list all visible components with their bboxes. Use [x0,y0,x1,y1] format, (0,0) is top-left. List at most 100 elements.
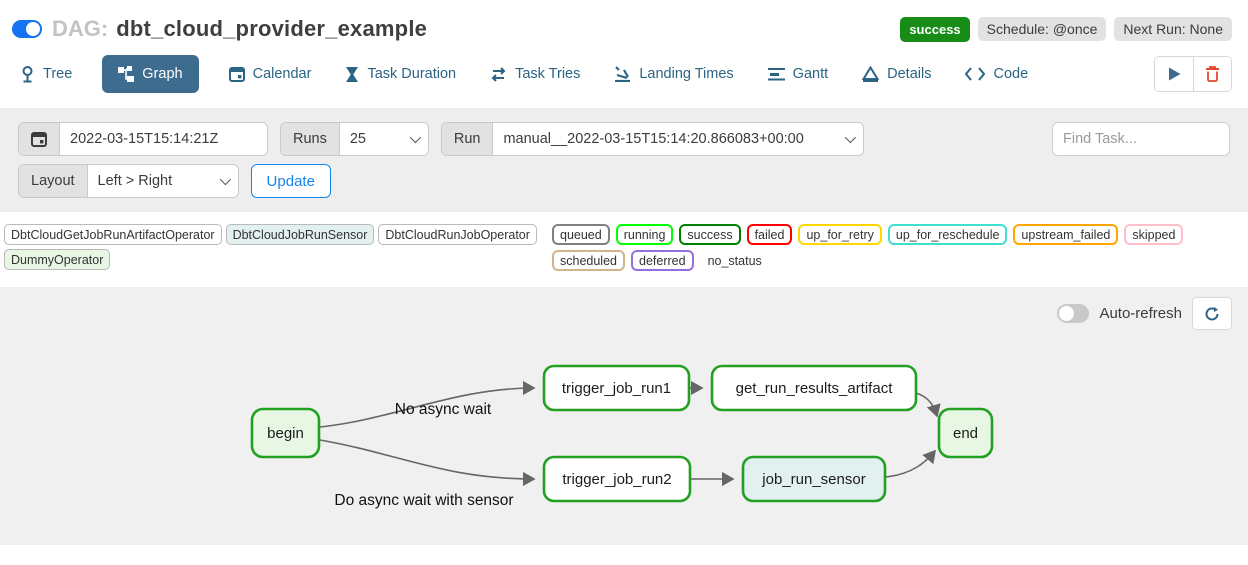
operator-badge: DbtCloudRunJobOperator [378,224,537,245]
edge-label: No async wait [395,401,492,418]
calendar-icon [228,67,245,82]
tab-label: Task Tries [515,66,581,82]
play-icon [1168,67,1180,81]
run-select[interactable]: manual__2022-03-15T15:14:20.866083+00:00 [493,123,864,155]
run-label: Run [441,123,494,155]
delete-dag-button[interactable] [1193,57,1231,91]
tab-landing-times[interactable]: Landing Times [614,66,734,82]
num-runs-value: 25 [349,131,366,147]
num-runs-group: Runs 25 [280,122,429,156]
tab-label: Code [993,66,1029,82]
task-label: trigger_job_run1 [562,380,671,397]
chevron-down-icon [219,173,231,186]
filter-bar: Runs 25 Run manual__2022-03-15T15:14:20.… [0,108,1248,212]
run-value: manual__2022-03-15T15:14:20.866083+00:00 [503,131,804,147]
task-node-trigger_job_run2[interactable]: trigger_job_run2 [542,455,692,503]
operator-badge: DbtCloudGetJobRunArtifactOperator [4,224,222,245]
state-legend: queued running success failed up_for_ret… [552,224,1244,271]
refresh-button[interactable] [1192,297,1232,330]
find-task-input[interactable] [1052,122,1230,156]
dag-edges [319,380,941,487]
num-runs-select[interactable]: 25 [339,123,428,155]
tab-label: Calendar [252,66,312,82]
trash-icon [1206,66,1219,82]
task-node-trigger_job_run1[interactable]: trigger_job_run1 [542,364,691,412]
next-run-badge: Next Run: None [1114,16,1232,41]
state-badge-scheduled: scheduled [552,250,625,271]
refresh-icon [1205,306,1219,320]
state-badge-up-for-reschedule: up_for_reschedule [887,224,1008,245]
base-date-input[interactable] [60,123,267,155]
trigger-dag-button[interactable] [1155,57,1193,91]
state-badge-deferred: deferred [631,250,694,271]
schedule-badge: Schedule: @once [977,16,1107,41]
tab-calendar[interactable]: Calendar [228,66,312,82]
operator-legend: DbtCloudGetJobRunArtifactOperator DbtClo… [4,224,552,271]
tab-task-duration[interactable]: Task Duration [345,66,456,83]
status-badge[interactable]: success [900,16,970,42]
tab-gantt[interactable]: Gantt [767,66,828,82]
task-node-get_run_results_artifact[interactable]: get_run_results_artifact [710,364,918,412]
hourglass-icon [346,66,359,82]
task-node-begin[interactable]: begin [250,407,321,459]
dag-graph-panel: Auto-refresh No async wait Do async wait… [0,287,1248,545]
dag-title: dbt_cloud_provider_example [116,16,428,41]
edge-get_run_results_artifact-end [915,392,941,418]
state-badge-running: running [615,224,674,245]
tab-code[interactable]: Code [965,66,1028,82]
run-group: Run manual__2022-03-15T15:14:20.866083+0… [440,122,865,156]
tab-label: Task Duration [367,66,457,82]
gantt-icon [767,68,785,81]
repeat-icon [491,66,506,82]
edge-begin-trigger_job_run1 [319,380,536,428]
details-icon [862,66,880,82]
tab-label: Tree [43,66,73,82]
auto-refresh-toggle[interactable] [1057,304,1090,323]
task-label: get_run_results_artifact [736,380,894,397]
state-badge-no-status: no_status [699,250,770,271]
state-badge-success: success [679,224,741,245]
toggle-knob [26,22,40,36]
state-badge-skipped: skipped [1124,224,1184,245]
base-date-group [18,122,268,156]
layout-group: Layout Left > Right [18,164,239,198]
tab-graph[interactable]: Graph [102,55,199,93]
tab-label: Details [887,66,932,82]
graph-icon [118,66,135,82]
tab-details[interactable]: Details [862,66,931,82]
task-label: job_run_sensor [761,471,865,488]
calendar-icon [31,132,47,147]
code-icon [965,67,986,81]
state-badge-up-for-retry: up_for_retry [798,224,882,245]
state-badge-failed: failed [746,224,793,245]
view-tabs: Tree Graph Calendar Task Duration Task T… [0,46,1248,98]
task-node-job_run_sensor[interactable]: job_run_sensor [741,455,887,503]
chevron-down-icon [845,131,857,144]
legend: DbtCloudGetJobRunArtifactOperator DbtClo… [0,212,1248,277]
dag-action-buttons [1154,56,1232,92]
edge-begin-trigger_job_run2 [319,439,536,487]
layout-value: Left > Right [97,173,173,189]
plane-landing-icon [615,66,631,82]
operator-badge: DbtCloudJobRunSensor [225,224,375,245]
base-date-calendar-button[interactable] [19,123,60,155]
task-label: end [953,425,978,442]
dag-pause-toggle[interactable] [12,20,42,38]
edge-label: Do async wait with sensor [334,492,513,509]
dag-prefix-label: DAG: [52,16,109,41]
tab-tree[interactable]: Tree [20,65,73,83]
runs-label: Runs [281,123,340,155]
tab-task-tries[interactable]: Task Tries [490,66,580,82]
task-label: begin [267,425,304,442]
dag-header: DAG: dbt_cloud_provider_example success … [0,0,1248,46]
state-badge-queued: queued [552,224,610,245]
task-label: trigger_job_run2 [562,471,671,488]
layout-select[interactable]: Left > Right [87,165,238,197]
operator-badge: DummyOperator [4,249,111,270]
dag-graph: No async wait Do async wait with sensor … [250,364,994,509]
task-node-end[interactable]: end [937,407,994,459]
state-badge-upstream-failed: upstream_failed [1013,224,1119,245]
auto-refresh-label: Auto-refresh [1099,305,1182,322]
update-button[interactable]: Update [250,164,331,198]
toggle-knob [1059,306,1075,321]
